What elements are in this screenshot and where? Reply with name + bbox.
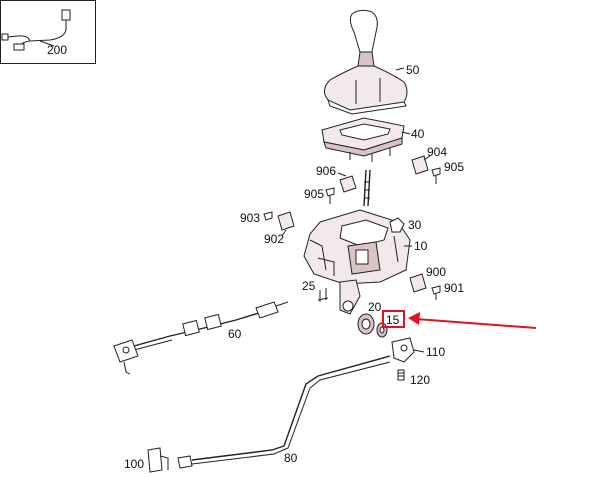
- label-30[interactable]: 30: [408, 218, 422, 232]
- label-100[interactable]: 100: [124, 457, 144, 471]
- connecting-rod: 80: [177, 355, 391, 469]
- clip-906: 906 905: [304, 164, 357, 204]
- label-60[interactable]: 60: [228, 327, 242, 341]
- label-900[interactable]: 900: [426, 265, 446, 279]
- label-120[interactable]: 120: [410, 373, 430, 387]
- bearing-20: 20: [357, 300, 382, 335]
- callout-arrow: [408, 312, 537, 329]
- gear-knob: 50: [324, 9, 420, 115]
- clip-904: 904 905: [411, 145, 464, 184]
- label-80[interactable]: 80: [284, 451, 298, 465]
- label-906[interactable]: 906: [316, 164, 336, 178]
- shift-cable: 60: [113, 301, 289, 375]
- label-905-right[interactable]: 905: [444, 160, 464, 174]
- clip-902: 903 902: [240, 211, 295, 246]
- label-904[interactable]: 904: [427, 145, 447, 159]
- bush-30: 30: [389, 217, 422, 233]
- shift-housing: 10: [303, 209, 428, 285]
- inset-wiring-harness: 200: [0, 0, 96, 64]
- retainer-25: 25: [302, 279, 361, 315]
- label-20[interactable]: 20: [368, 300, 382, 314]
- label-905-left[interactable]: 905: [304, 187, 324, 201]
- label-110[interactable]: 110: [426, 345, 445, 359]
- screw-120: 120: [397, 369, 430, 387]
- clip-900: 900 901: [409, 265, 464, 300]
- label-15[interactable]: 15: [386, 313, 400, 327]
- label-50[interactable]: 50: [406, 63, 420, 77]
- bracket-110: 110: [391, 337, 445, 363]
- label-40[interactable]: 40: [411, 127, 425, 141]
- trim-frame: 40: [321, 117, 425, 162]
- bracket-100: 100: [124, 447, 169, 473]
- label-903[interactable]: 903: [240, 211, 260, 225]
- highlight-box-15: [382, 310, 405, 328]
- label-902[interactable]: 902: [264, 232, 284, 246]
- label-200[interactable]: 200: [47, 43, 67, 57]
- insert-15: 15: [376, 310, 405, 338]
- label-25[interactable]: 25: [302, 279, 316, 293]
- label-901[interactable]: 901: [444, 281, 464, 295]
- label-10[interactable]: 10: [414, 239, 428, 253]
- shift-lever-rod: [363, 169, 371, 207]
